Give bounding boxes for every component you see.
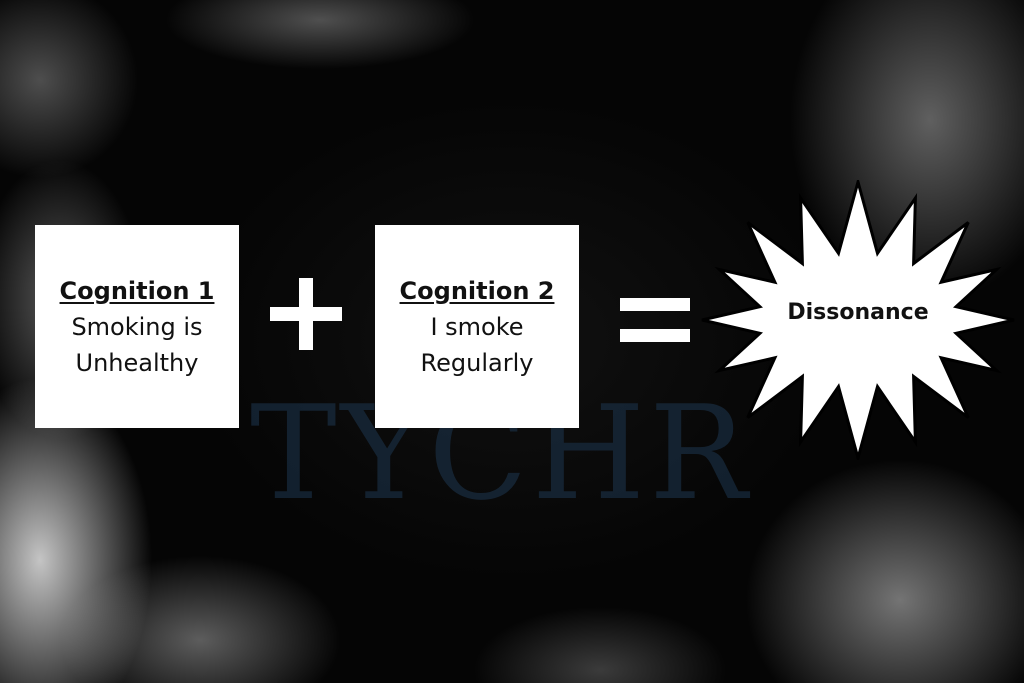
starburst-shape [701, 180, 1015, 460]
cognition-1-heading: Cognition 1 [59, 276, 215, 305]
cognition-1-line2: Unhealthy [75, 348, 199, 377]
plus-icon [270, 278, 342, 350]
cognition-1-line1: Smoking is [71, 312, 203, 341]
cognition-2-line2: Regularly [420, 348, 534, 377]
equals-icon [620, 298, 690, 342]
dissonance-label: Dissonance [787, 300, 929, 325]
cognition-2-box: Cognition 2 I smoke Regularly [375, 225, 579, 428]
starburst-polygon [701, 180, 1015, 460]
cognition-1-box: Cognition 1 Smoking is Unhealthy [35, 225, 239, 428]
cognition-2-line1: I smoke [430, 312, 524, 341]
cognition-2-heading: Cognition 2 [399, 276, 555, 305]
